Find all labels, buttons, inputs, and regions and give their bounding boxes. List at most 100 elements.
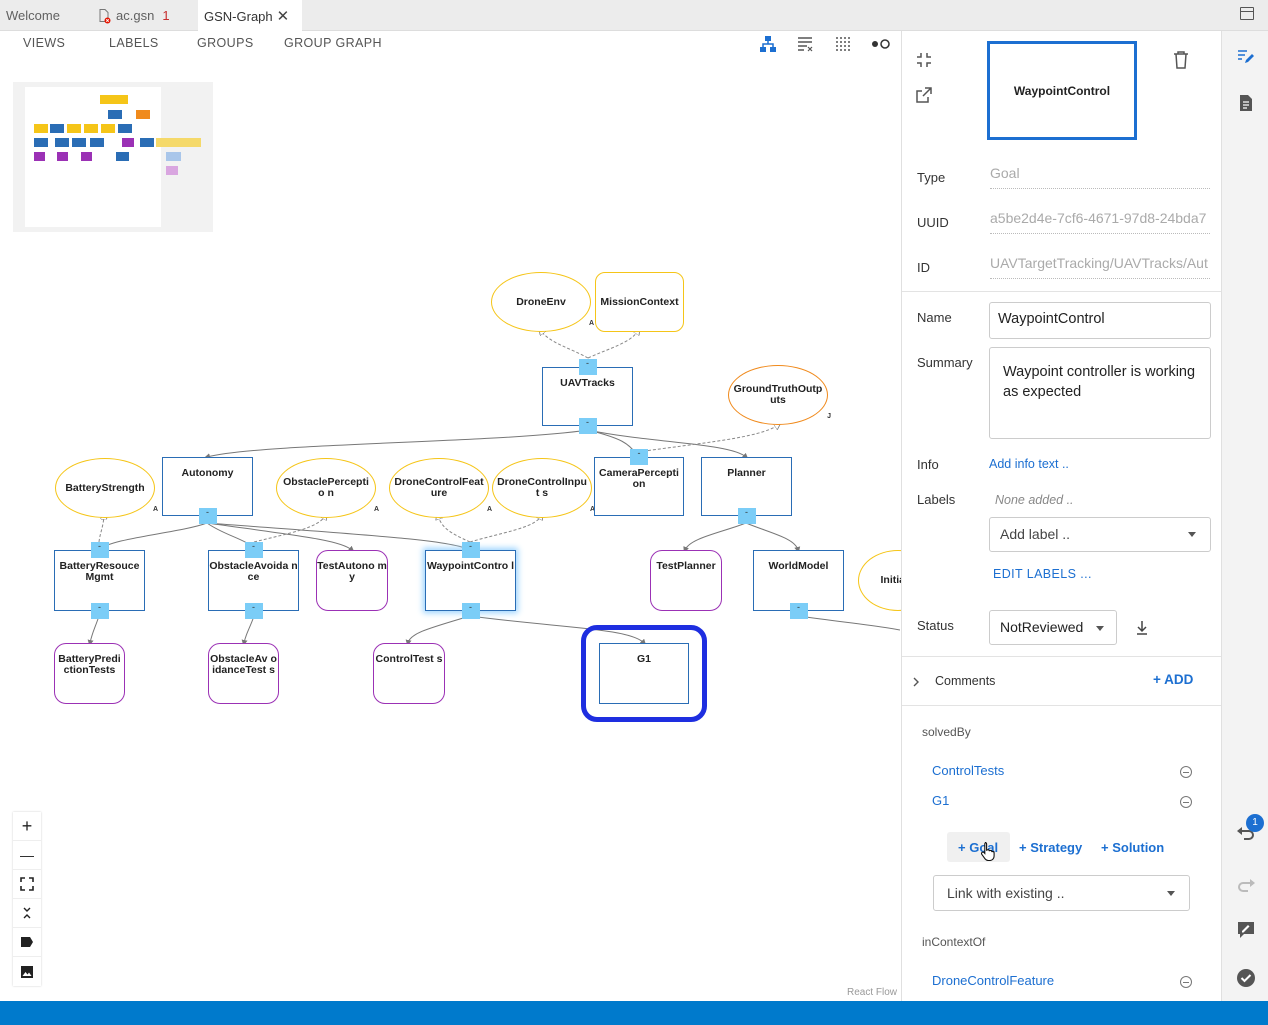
tab-ac-gsn[interactable]: ac.gsn 1 xyxy=(90,0,194,31)
document-icon[interactable] xyxy=(1236,93,1256,113)
node-cameraperception[interactable]: CameraPercepti on xyxy=(594,457,684,516)
minimap[interactable] xyxy=(13,82,213,232)
toggle-view-icon[interactable] xyxy=(871,35,891,53)
groups-button[interactable]: GROUPS xyxy=(197,36,254,50)
edit-labels-button[interactable]: EDIT LABELS ... xyxy=(993,567,1092,581)
remove-link-icon[interactable] xyxy=(1180,766,1192,778)
export-image-button[interactable] xyxy=(13,957,41,986)
node-batterypredictiontests[interactable]: BatteryPredi ctionTests xyxy=(54,643,125,704)
undo-icon[interactable] xyxy=(1236,823,1256,843)
node-handle[interactable]: - xyxy=(90,542,109,558)
node-obstacleavoidance[interactable]: ObstacleAvoida nce xyxy=(208,550,299,611)
minimap-node xyxy=(34,124,48,133)
solved-by-item[interactable]: ControlTests xyxy=(932,763,1005,778)
link-existing-select[interactable]: Link with existing .. xyxy=(933,875,1190,911)
minimap-node xyxy=(166,166,178,175)
divider xyxy=(902,705,1221,706)
labels-button[interactable]: LABELS xyxy=(109,36,159,50)
minimap-node xyxy=(136,110,150,119)
redo-icon[interactable] xyxy=(1236,875,1256,895)
comments-label: Comments xyxy=(935,674,996,688)
trash-icon[interactable] xyxy=(1173,51,1189,69)
node-label: BatteryPredi ctionTests xyxy=(58,653,121,676)
add-info-link[interactable]: Add info text .. xyxy=(989,457,1069,471)
check-circle-icon[interactable] xyxy=(1236,968,1256,988)
node-obstacleavoidancetests[interactable]: ObstacleAv oidanceTest s xyxy=(208,643,279,704)
node-handle[interactable]: - xyxy=(578,359,597,375)
tab-gsn-graph[interactable]: GSN-Graph ✕ xyxy=(198,0,302,32)
status-bar xyxy=(0,1001,1268,1025)
add-solution-button[interactable]: + Solution xyxy=(1101,840,1165,855)
node-handle[interactable]: - xyxy=(461,542,480,558)
minimap-node xyxy=(34,138,48,147)
in-context-of-item[interactable]: DroneControlFeature xyxy=(932,973,1055,988)
graph-edges xyxy=(87,58,900,646)
minimap-node xyxy=(122,138,134,147)
node-label: ObstacleAvoida nce xyxy=(209,560,298,583)
node-controltests[interactable]: ControlTest s xyxy=(373,643,445,704)
add-label-select[interactable]: Add label .. xyxy=(989,517,1211,552)
status-select[interactable]: NotReviewed xyxy=(989,610,1117,645)
summary-textarea[interactable]: Waypoint controller is working as expect… xyxy=(989,347,1211,439)
fit-view-button[interactable] xyxy=(13,870,41,899)
add-strategy-button[interactable]: + Strategy xyxy=(1019,840,1083,855)
node-type-mark: A xyxy=(589,506,595,513)
react-flow-attribution[interactable]: React Flow xyxy=(847,987,898,998)
zoom-in-button[interactable]: + xyxy=(13,812,41,841)
node-handle[interactable]: - xyxy=(90,603,109,619)
node-worldmodel[interactable]: WorldModel xyxy=(753,550,844,611)
tab-welcome[interactable]: Welcome xyxy=(0,0,90,31)
id-label: ID xyxy=(917,260,930,275)
chevron-right-icon[interactable] xyxy=(911,676,921,688)
node-g1[interactable]: G1 xyxy=(599,643,689,704)
node-handle[interactable]: - xyxy=(461,603,480,619)
node-handle[interactable]: - xyxy=(244,603,263,619)
node-testplanner[interactable]: TestPlanner xyxy=(650,550,722,611)
review-comment-icon[interactable] xyxy=(1236,920,1256,940)
layout-panel-icon[interactable] xyxy=(1240,7,1254,20)
views-button[interactable]: VIEWS xyxy=(23,36,66,50)
text-list-icon[interactable] xyxy=(796,35,814,53)
node-uavtracks[interactable]: UAVTracks xyxy=(542,367,633,426)
solved-by-item[interactable]: G1 xyxy=(932,793,950,808)
node-waypointcontrol[interactable]: WaypointContro l xyxy=(425,550,516,611)
node-handle[interactable]: - xyxy=(198,508,217,524)
remove-link-icon[interactable] xyxy=(1180,796,1192,808)
node-testautonomy[interactable]: TestAutono my xyxy=(316,550,388,611)
zoom-out-button[interactable]: — xyxy=(13,841,41,870)
open-external-icon[interactable] xyxy=(915,86,933,104)
node-handle[interactable]: - xyxy=(630,449,648,465)
remove-link-icon[interactable] xyxy=(1180,976,1192,988)
hierarchy-layout-icon[interactable] xyxy=(759,35,777,53)
grid-dots-icon[interactable] xyxy=(834,35,852,53)
collapse-button[interactable] xyxy=(13,899,41,928)
node-missioncontext[interactable]: MissionContext xyxy=(595,272,684,332)
tab-label: Welcome xyxy=(6,8,60,23)
group-graph-button[interactable]: GROUP GRAPH xyxy=(284,36,382,50)
collapse-node-icon[interactable] xyxy=(915,51,933,69)
node-handle[interactable]: - xyxy=(578,418,597,434)
node-batteryresourcemgmt[interactable]: BatteryResouce Mgmt xyxy=(54,550,145,611)
node-handle[interactable]: - xyxy=(789,603,808,619)
node-autonomy[interactable]: Autonomy xyxy=(162,457,253,516)
name-input[interactable]: WaypointControl xyxy=(989,302,1211,339)
close-icon[interactable]: ✕ xyxy=(276,7,290,25)
download-icon[interactable] xyxy=(1135,620,1149,636)
minimap-node xyxy=(55,138,69,147)
node-label: BatteryResouce Mgmt xyxy=(59,560,140,583)
label-tag-button[interactable] xyxy=(13,928,41,957)
edit-properties-icon[interactable] xyxy=(1236,47,1256,67)
node-preview-title: WaypointControl xyxy=(1013,83,1111,98)
hand-cursor-icon xyxy=(980,841,995,861)
add-comment-button[interactable]: + ADD xyxy=(1153,672,1194,687)
node-handle[interactable]: - xyxy=(244,542,263,558)
node-handle[interactable]: - xyxy=(737,508,756,524)
node-planner[interactable]: Planner xyxy=(701,457,792,516)
